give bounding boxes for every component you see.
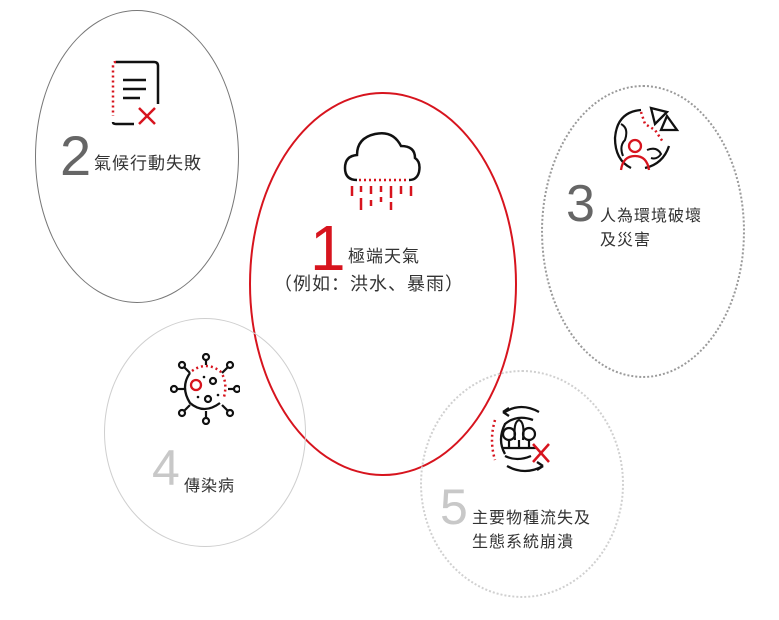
- risk-circle-2: [35, 10, 239, 303]
- risk-circle-4: [104, 318, 306, 547]
- risk-label: 傳染病: [184, 476, 236, 495]
- risk-example: （例如：洪水、暴雨）: [274, 274, 464, 295]
- globe-person-icon: [613, 106, 680, 171]
- risk-label: 主要物種流失及: [472, 508, 592, 527]
- risk-circle-5: [420, 370, 624, 598]
- risk-label: 氣候行動失敗: [94, 154, 202, 174]
- virus-icon: [170, 353, 240, 425]
- rank-number: 4: [152, 440, 180, 496]
- rank-number: 5: [440, 479, 468, 535]
- risk-circle-3: [541, 85, 745, 378]
- risk-label: 人為環境破壞: [600, 206, 703, 225]
- risk-label-line2: 生態系統崩潰: [472, 532, 575, 551]
- rain-cloud-icon: [343, 132, 421, 210]
- rank-number: 3: [566, 175, 595, 233]
- risk-circle-1: [249, 92, 517, 476]
- risk-label: 極端天氣: [348, 247, 420, 267]
- document-x-icon: [111, 60, 160, 126]
- risk-label-line2: 及災害: [600, 230, 652, 249]
- rank-number: 2: [60, 124, 92, 187]
- rank-number: 1: [310, 212, 346, 284]
- forest-cycle-x-icon: [490, 405, 550, 473]
